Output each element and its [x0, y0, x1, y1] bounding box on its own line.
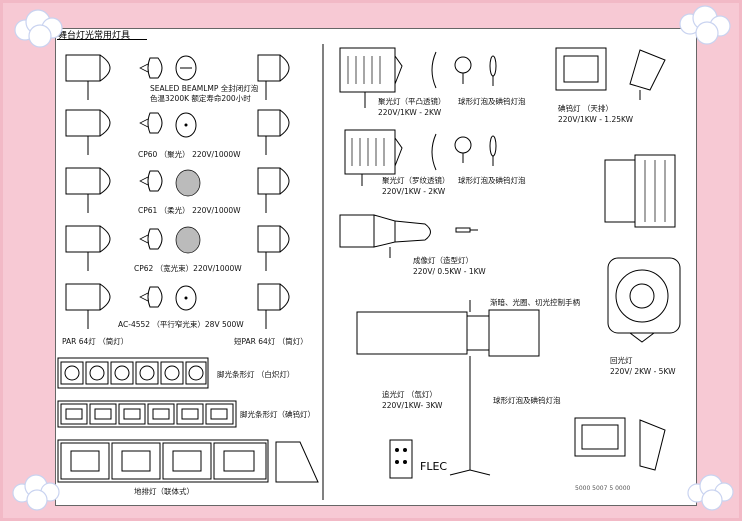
label-spot-fresnel: 聚光灯（罗纹透镜） [382, 176, 450, 185]
ground-row-unit [57, 439, 319, 483]
label-profile: 成像灯（造型灯） [413, 256, 473, 265]
label-ground-row: 地排灯（联体式） [134, 487, 194, 496]
label-short-par64: 短PAR 64灯 （筒灯） [234, 337, 308, 346]
label-small-caption: 5000 5007 5 0000 [575, 485, 631, 492]
label-iodine-flood: 碘钨灯 （天排） [558, 104, 613, 113]
follow-spotlight: FLEC [356, 300, 540, 479]
page-title: 舞台灯光常用灯具 [58, 31, 131, 41]
label-spot-fresnel-v: 220V/1KW - 2KW [382, 187, 446, 196]
label-spot-plano-v: 220V/1KW - 2KW [378, 108, 442, 117]
cloud-bottom-left [12, 474, 60, 511]
label-footlight-color: 脚光条形灯 （白炽灯） [217, 370, 295, 379]
label-cp62: CP62 （宽光束）220V/1000W [134, 264, 242, 273]
label-follow-v: 220V/1KW- 3KW [382, 401, 443, 410]
par-can-row-3 [65, 167, 290, 213]
label-footlight-iodine: 脚光条形灯（碘钨灯） [240, 410, 315, 419]
label-follow-control: 渐暗、光圈、切光控制手柄 [490, 298, 580, 307]
cloud-top-left [14, 9, 63, 48]
label-cyc: 回光灯 [610, 356, 633, 365]
par-can-row-2 [65, 109, 290, 155]
iodine-floodlight [555, 47, 666, 100]
profile-spotlight [339, 214, 478, 258]
reflector-lamp [607, 257, 681, 343]
cyc-fresnel-large [604, 154, 676, 228]
label-follow: 追光灯 （氙灯） [382, 390, 437, 399]
label-bulbs-2: 球形灯泡及碘钨灯泡 [458, 176, 526, 185]
cloud-top-right [679, 5, 731, 45]
label-cp61: CP61 （柔光） 220V/1000W [138, 206, 241, 215]
label-spot-plano: 聚光灯（平凸透镜） [378, 97, 446, 106]
label-ac4552: AC-4552 （平行窄光束）28V 500W [118, 320, 244, 329]
label-par64: PAR 64灯 （筒灯） [62, 337, 129, 346]
label-profile-v: 220V/ 0.5KW - 1KW [413, 267, 486, 276]
label-bulbs-3: 球形灯泡及碘钨灯泡 [493, 396, 561, 405]
label-cp60: CP60 （聚光） 220V/1000W [138, 150, 241, 159]
cloud-bottom-right [687, 474, 734, 511]
par-can-row-4 [65, 225, 290, 271]
label-cyc-v: 220V/ 2KW - 5KW [610, 367, 676, 376]
spotlight-plano-convex [339, 47, 497, 108]
label-bulbs-1: 球形灯泡及碘钨灯泡 [458, 97, 526, 106]
footlight-strip-incandescent [57, 357, 209, 389]
follow-logo: FLEC [420, 460, 447, 473]
label-sealed-2: 色温3200K 额定寿命200小时 [150, 94, 251, 103]
par-can-row-5 [65, 283, 290, 329]
par-can-row-1 [65, 54, 290, 100]
label-iodine-flood-v: 220V/1KW - 1.25KW [558, 115, 634, 124]
label-sealed: SEALED BEAMLMP 全封闭灯泡 [150, 84, 259, 93]
title-rule [57, 39, 147, 40]
small-floodlights [574, 417, 666, 471]
footlight-strip-iodine [57, 400, 237, 428]
spotlight-fresnel [344, 129, 497, 186]
